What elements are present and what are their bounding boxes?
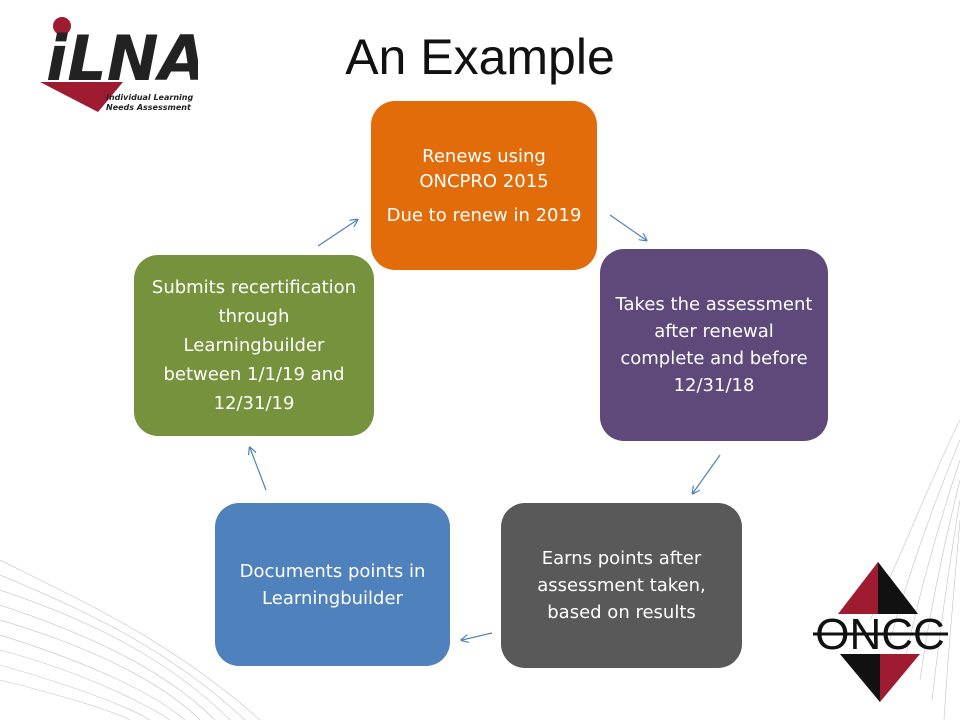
cycle-step-documents-points: Documents points in Learningbuilder — [215, 503, 450, 666]
ilna-logo: iLNA Individual Learning Needs Assessmen… — [40, 17, 198, 112]
arrow-step2-to-step3 — [693, 454, 721, 493]
cycle-step-text: Submits recertification through Learning… — [151, 277, 357, 414]
cycle-step-submits-recertification: Submits recertification through Learning… — [134, 255, 374, 436]
arrow-step1-to-step2 — [609, 214, 646, 240]
ilna-logo-red-wedge — [40, 82, 123, 112]
oncc-logo-wordmark: ONCC — [815, 610, 945, 659]
ilna-logo-dot — [53, 17, 71, 35]
cycle-step-text: Renews using ONCPRO 2015 — [419, 145, 549, 192]
ilna-logo-tagline-2: Needs Assessment — [106, 103, 192, 112]
arrow-step3-to-step4 — [462, 632, 493, 640]
cycle-step-text: Due to renew in 2019 — [386, 204, 582, 226]
cycle-step-earns-points: Earns points after assessment taken, bas… — [501, 503, 742, 668]
cycle-step-text: Takes the assessment after renewal compl… — [615, 294, 813, 396]
arrow-step5-to-step1 — [317, 220, 357, 247]
cycle-step-text: Documents points in Learningbuilder — [239, 560, 426, 609]
oncc-logo: ONCC — [813, 562, 948, 702]
ilna-logo-wordmark: iLNA — [46, 22, 198, 95]
cycle-step-takes-assessment: Takes the assessment after renewal compl… — [600, 249, 828, 441]
oncc-logo-top-shade — [878, 562, 918, 614]
cycle-step-renews: Renews using ONCPRO 2015 Due to renew in… — [371, 101, 597, 270]
oncc-logo-bottom-shade — [840, 654, 880, 702]
arrow-step4-to-step5 — [250, 448, 267, 491]
ilna-logo-tagline-1: Individual Learning — [106, 93, 193, 102]
cycle-step-text: Earns points after assessment taken, bas… — [537, 548, 706, 623]
slide-title: An Example — [345, 29, 615, 85]
